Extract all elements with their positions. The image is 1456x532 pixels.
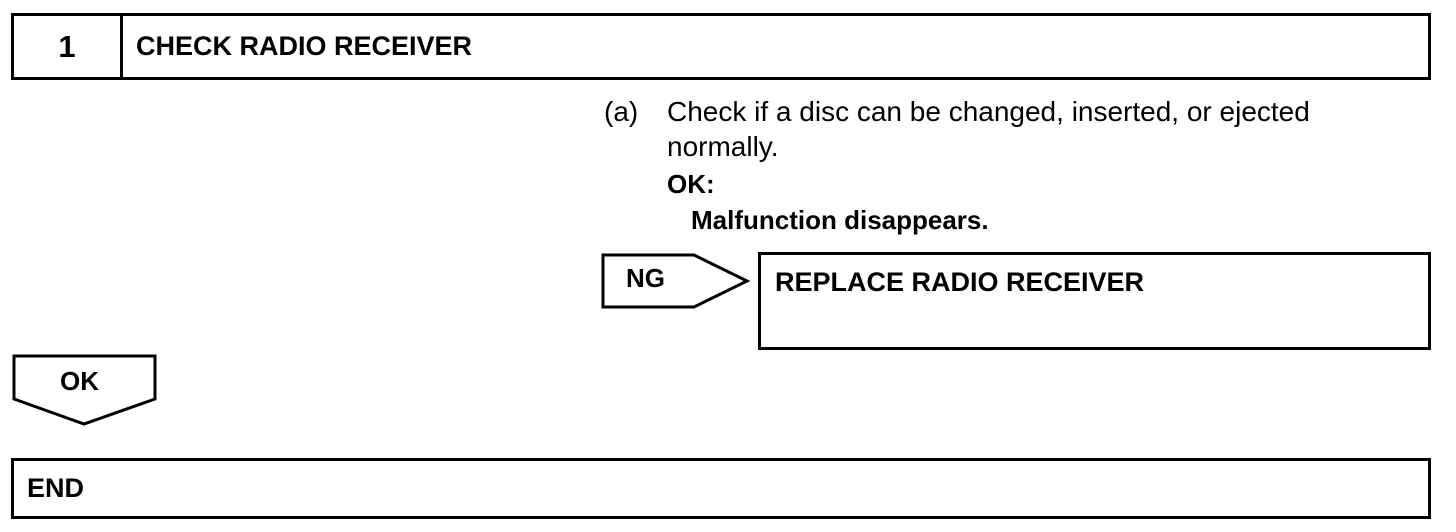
ng-label: NG [626,263,665,293]
ok-criteria-label: OK: [667,169,715,199]
instruction-label: (a) [604,96,639,127]
ok-criteria-result: Malfunction disappears. [691,205,989,235]
instruction-text-line1: Check if a disc can be changed, inserted… [667,96,1310,127]
ng-action-box: REPLACE RADIO RECEIVER [758,252,1431,350]
step-number: 1 [14,16,123,77]
ng-arrow-icon [601,253,751,309]
end-box: END [11,458,1431,519]
end-label: END [27,473,85,503]
ng-action-text: REPLACE RADIO RECEIVER [775,267,1145,297]
instruction-text-line2: normally. [667,131,779,162]
ok-arrow-icon [12,354,157,426]
step-title: CHECK RADIO RECEIVER [136,31,473,61]
step-header: 1 CHECK RADIO RECEIVER [11,13,1431,80]
ok-label: OK [60,366,99,396]
